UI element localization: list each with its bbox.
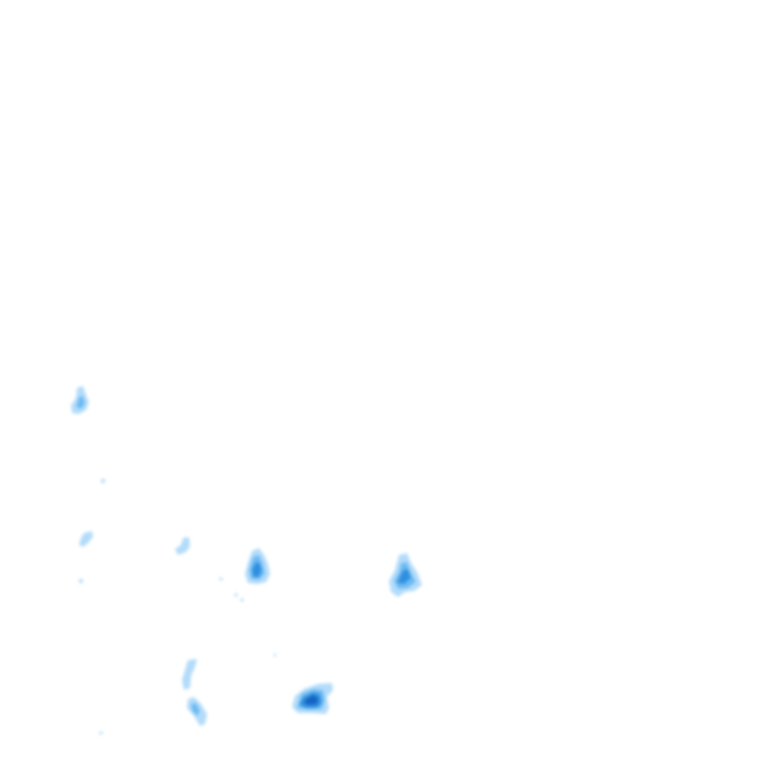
speck-1	[100, 478, 106, 484]
rain-light-area	[79, 531, 93, 547]
rain-light-area	[175, 537, 190, 555]
cell-central-east	[389, 553, 422, 597]
rain-light-area	[240, 598, 244, 602]
rain-heavy-area	[252, 562, 262, 577]
cell-south	[292, 683, 333, 714]
cell-west-small	[175, 537, 190, 555]
cell-southwest	[182, 659, 207, 726]
rain-heavy-area	[397, 569, 411, 584]
cell-northwest	[71, 386, 89, 414]
cell-west	[78, 531, 93, 584]
rain-light-area	[100, 478, 106, 484]
rain-light-area	[219, 577, 223, 581]
cell-central-west	[219, 548, 270, 602]
rain-moderate-area	[76, 396, 85, 409]
rain-light-area	[99, 731, 103, 735]
speck-2	[99, 653, 277, 735]
rain-very-heavy-area	[304, 695, 318, 705]
rain-light-area	[273, 653, 277, 657]
rain-light-area	[182, 659, 197, 690]
rain-light-area	[78, 578, 84, 584]
rain-moderate-area	[191, 703, 200, 716]
rain-light-area	[234, 593, 238, 597]
